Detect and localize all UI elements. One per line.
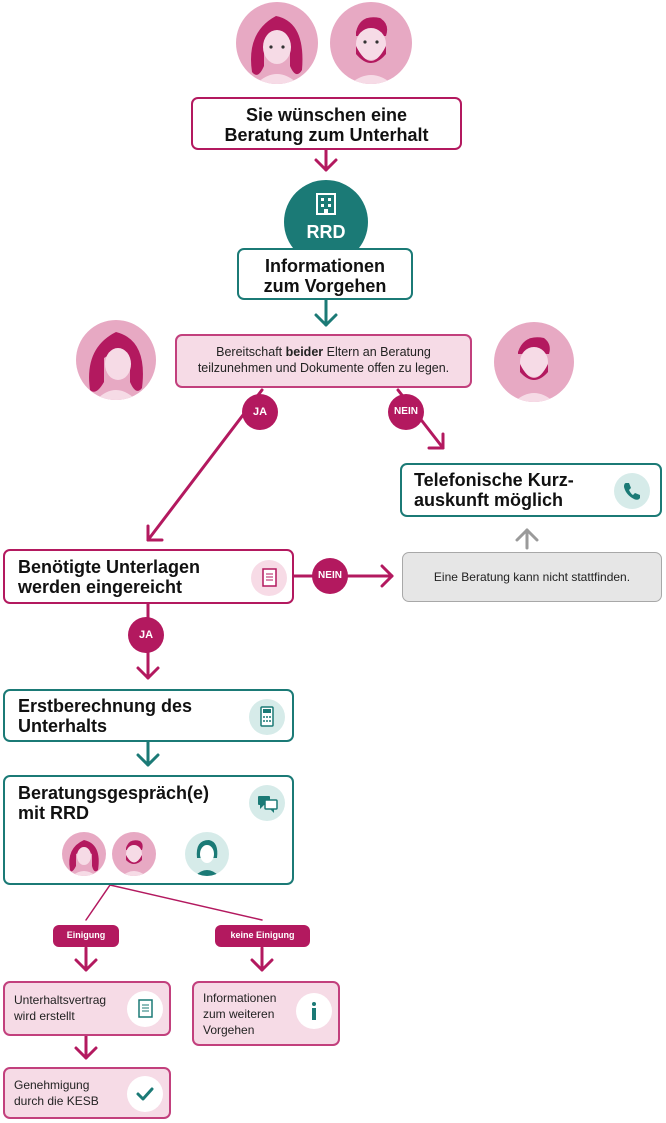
checkmark-icon <box>127 1076 163 1112</box>
avatar-mother-left <box>76 320 156 400</box>
rrd-label: RRD <box>306 222 346 242</box>
avatar-advisor <box>185 832 229 876</box>
avatar-small-mother <box>62 832 106 876</box>
avatar-small-father <box>112 832 156 876</box>
approval-box: Genehmigung durch die KESB <box>3 1067 171 1119</box>
nein-badge-2: NEIN <box>312 558 348 594</box>
phone-box: Telefonische Kurz-auskunft möglich <box>400 463 662 517</box>
avatar-mother <box>236 2 318 84</box>
ja-badge-2: JA <box>128 617 164 653</box>
documents-title: Benötigte Unterlagen werden eingereicht <box>18 557 201 597</box>
phone-title: Telefonische Kurz-auskunft möglich <box>414 470 574 510</box>
speech-bubbles-icon <box>249 785 285 821</box>
start-box: Sie wünschen eine Beratung zum Unterhalt <box>191 97 462 150</box>
talk-box: Beratungsgespräch(e) mit RRD <box>3 775 294 885</box>
ja-badge-1: JA <box>242 394 278 430</box>
info-title: Informationen zum Vorgehen <box>263 256 387 296</box>
contract-text: Unterhaltsvertrag wird erstellt <box>14 993 107 1023</box>
condition-text-start: Bereitschaft <box>216 345 286 359</box>
calc-title: Erstberechnung des Unterhalts <box>18 696 193 736</box>
contract-box: Unterhaltsvertrag wird erstellt <box>3 981 171 1036</box>
condition-box: Bereitschaft beider Eltern an Beratung t… <box>175 334 472 388</box>
document-icon <box>251 560 287 596</box>
documents-box: Benötigte Unterlagen werden eingereicht <box>3 549 294 604</box>
phone-icon <box>614 473 650 509</box>
building-icon <box>316 193 336 215</box>
condition-text-bold: beider <box>285 345 324 359</box>
avatar-father-right <box>494 322 574 402</box>
nein-badge-1: NEIN <box>388 394 424 430</box>
talk-title: Beratungsgespräch(e) mit RRD <box>18 783 210 823</box>
condition-text: Bereitschaft beider Eltern an Beratung t… <box>177 336 470 384</box>
keine-einigung-label: keine Einigung <box>215 925 310 947</box>
info-box: Informationen zum Vorgehen <box>237 248 413 300</box>
document-icon <box>127 991 163 1027</box>
no-consultation-box: Eine Beratung kann nicht stattfinden. <box>402 552 662 602</box>
further-info-box: Informationen zum weiteren Vorgehen <box>192 981 340 1046</box>
condition-text-end: Eltern an Beratung teilzunehmen und Doku… <box>197 345 450 375</box>
einigung-label: Einigung <box>53 925 119 947</box>
approval-text: Genehmigung durch die KESB <box>14 1078 99 1108</box>
avatar-father <box>330 2 412 84</box>
no-consultation-text: Eine Beratung kann nicht stattfinden. <box>433 570 631 584</box>
start-title: Sie wünschen eine Beratung zum Unterhalt <box>224 105 429 145</box>
calc-box: Erstberechnung des Unterhalts <box>3 689 294 742</box>
info-icon <box>296 993 332 1029</box>
further-info-text: Informationen zum weiteren Vorgehen <box>203 991 277 1037</box>
calculator-icon <box>249 699 285 735</box>
